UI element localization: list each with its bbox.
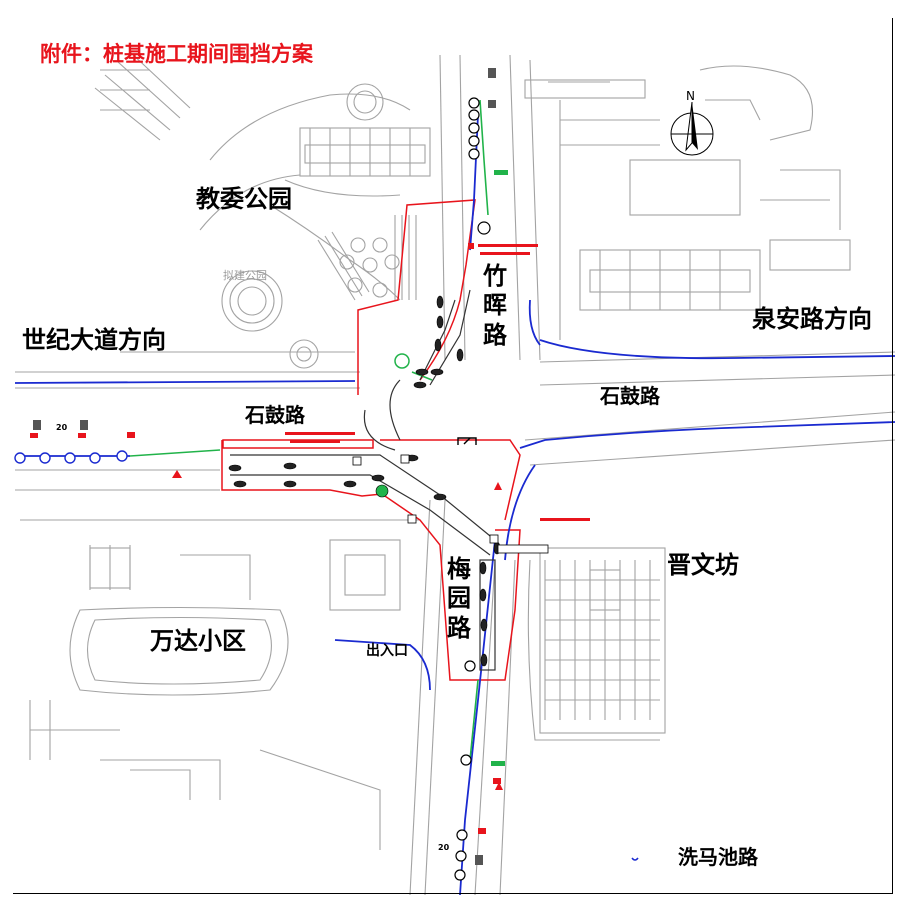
pile-icon <box>480 653 488 667</box>
traffic-sign-icon <box>456 829 468 841</box>
pile-icon <box>479 588 487 602</box>
traffic-sign-icon <box>14 452 26 464</box>
pile-icon <box>283 480 297 488</box>
pile-icon <box>343 480 357 488</box>
traffic-sign-icon <box>468 135 480 147</box>
meiyuan-rd-label: 梅园路 <box>447 555 471 642</box>
pile-icon <box>436 315 444 329</box>
traffic-sign-icon <box>468 109 480 121</box>
pile-icon <box>479 561 487 575</box>
compass-north-label: N <box>686 89 695 103</box>
traffic-signs-west <box>14 450 128 464</box>
hoarding-west <box>221 440 470 681</box>
traffic-flow-lines <box>14 114 896 896</box>
cone-icon <box>495 782 503 790</box>
detour-lines <box>129 99 489 761</box>
exit-entry-label: 出入口 <box>366 643 408 659</box>
shigu-rd-left-label: 石鼓路 <box>245 403 305 427</box>
ximachi-rd-label: 洗马池路 <box>678 845 758 869</box>
cones <box>172 470 503 790</box>
zhuhui-rd-label: 竹晖路 <box>483 262 507 349</box>
traffic-sign-icon <box>468 122 480 134</box>
sign-posts-west <box>30 420 135 438</box>
pile-icon <box>436 295 444 309</box>
traffic-sign-icon <box>455 850 467 862</box>
pile-icon <box>233 480 247 488</box>
equipment <box>352 353 549 554</box>
traffic-sign-icon <box>468 148 480 160</box>
traffic-sign-icon <box>39 452 51 464</box>
small-mark-icon <box>631 857 639 861</box>
construction-platform <box>230 289 496 671</box>
traffic-sign-icon <box>454 869 466 881</box>
sign-numbers: 20 20 <box>56 423 450 852</box>
cone-icon <box>494 482 502 490</box>
sign-number-south: 20 <box>438 843 450 852</box>
pile-icon <box>371 474 385 482</box>
compass-north-icon <box>670 101 714 156</box>
pile-icon <box>433 493 447 501</box>
traffic-sign-icon <box>464 660 476 672</box>
century-ave-label: 世纪大道方向 <box>22 326 166 354</box>
traffic-sign-icon <box>89 452 101 464</box>
pile-icon <box>430 368 444 376</box>
traffic-sign-icon <box>460 754 472 766</box>
pile-icon <box>434 338 442 352</box>
basemap <box>15 51 896 896</box>
cone-icon <box>172 470 182 478</box>
traffic-sign-icon <box>116 450 128 462</box>
traffic-sign-icon <box>477 221 491 235</box>
shigu-rd-right-label: 石鼓路 <box>600 384 660 408</box>
hoarding-south <box>470 529 521 681</box>
pile-icon <box>228 464 242 472</box>
traffic-sign-icon <box>468 97 480 109</box>
pile-icon <box>480 618 488 632</box>
pile-markers <box>228 295 501 667</box>
pile-icon <box>456 348 464 362</box>
planned-park-label: 拟建公园 <box>223 269 267 282</box>
pile-icon <box>413 381 427 389</box>
jinwenfang-label: 晋文坊 <box>667 551 739 579</box>
quanan-rd-label: 泉安路方向 <box>752 305 872 333</box>
hoarding-north <box>357 199 476 395</box>
traffic-sign-icon <box>64 452 76 464</box>
pile-icon <box>415 368 429 376</box>
traffic-signs-north <box>468 97 491 235</box>
sign-posts-north <box>488 68 508 175</box>
sign-posts-south <box>475 761 505 865</box>
page-title: 附件：桩基施工期间围挡方案 <box>40 42 313 66</box>
gate-symbol <box>457 437 477 445</box>
pile-icon <box>283 462 297 470</box>
traffic-signs-south <box>454 660 476 881</box>
park-label: 教委公园 <box>196 185 292 213</box>
sign-number-west: 20 <box>56 423 68 432</box>
wanda-label: 万达小区 <box>150 627 246 655</box>
red-annotations <box>285 243 590 521</box>
hoarding-center <box>380 439 521 521</box>
